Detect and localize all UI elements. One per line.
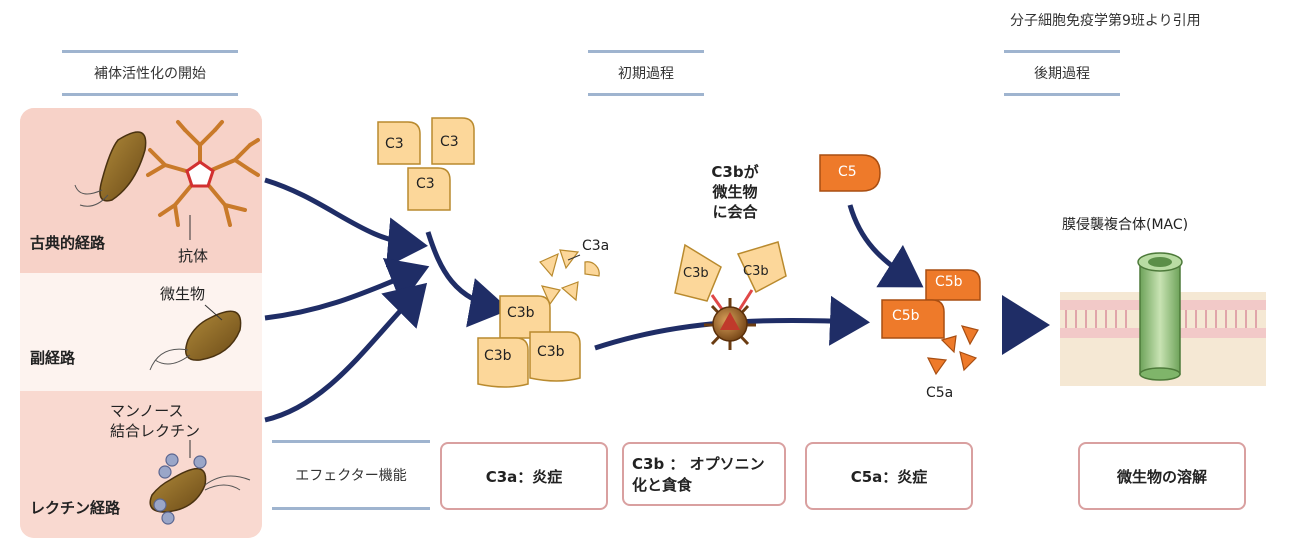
microbe-label: 微生物: [160, 285, 206, 303]
effector-c3b-box: C3b ： オプソニン 化と貪食: [622, 442, 786, 506]
bound-c3b-label-2: C3b: [743, 264, 769, 279]
c3b-binding-line3: に会合: [712, 203, 758, 221]
phase-early-header: 初期過程: [588, 50, 704, 96]
alternative-pathway-label: 副経路: [30, 349, 76, 367]
c3-label-3: C3: [416, 176, 435, 192]
c3-label-2: C3: [440, 134, 459, 150]
c3-label-1: C3: [385, 136, 404, 152]
c3b-molecule-icon: [477, 295, 581, 388]
citation: 分子細胞免疫学第9班より引用: [1010, 13, 1201, 29]
lectin-band: [20, 391, 262, 538]
effector-c3a-box: C3a：炎症: [440, 442, 608, 510]
bound-c3b-label-1: C3b: [683, 266, 709, 281]
alternative-arrow: [264, 257, 430, 321]
c3-molecule-icon: [377, 117, 475, 211]
c3a-fragment-icon: [539, 249, 600, 306]
c3b-label-1: C3b: [507, 305, 535, 321]
classical-bacterium-icon: [74, 131, 147, 207]
c5-label: C5: [838, 164, 857, 180]
effector-title: エフェクター機能: [272, 440, 430, 510]
c5b-label-1: C5b: [935, 274, 963, 290]
effector-lysis-box: 微生物の溶解: [1078, 442, 1246, 510]
effector-c3b-line1: C3b ： オプソニン: [632, 455, 765, 473]
c5b-label-2: C5b: [892, 308, 920, 324]
lectin-pathway-label: レクチン経路: [30, 499, 121, 517]
c3b-label-2: C3b: [484, 348, 512, 364]
c3b-label-3: C3b: [537, 344, 565, 360]
c3b-binding-label: C3bが 微生物 に会合: [700, 162, 770, 222]
c5b-molecule-icon: [881, 269, 981, 339]
c3b-bound-microbe-icon: [674, 241, 787, 350]
mannose-binding-lectin-icon: [153, 453, 207, 525]
effector-c3b-line2: 化と貪食: [632, 476, 693, 494]
lectin-arrow: [264, 282, 428, 423]
c5-cleavage-arrow: [847, 204, 924, 288]
c5-molecule-icon: [819, 154, 881, 192]
phase-late-header: 後期過程: [1004, 50, 1120, 96]
classical-pathway-label: 古典的経路: [30, 234, 106, 252]
c5a-label: C5a: [926, 385, 954, 401]
mac-pore-icon: [1137, 252, 1183, 381]
mac-label: 膜侵襲複合体(MAC): [1062, 217, 1189, 233]
antibody-label: 抗体: [178, 247, 209, 265]
c3b-binding-line2: 微生物: [712, 183, 758, 201]
classical-arrow: [264, 177, 428, 268]
c3-cleavage-arrow: [425, 231, 510, 328]
c3a-label: C3a: [582, 238, 610, 254]
alternative-microbe-icon: [149, 310, 242, 371]
antigen-icon: [185, 160, 215, 188]
c3b-binding-line1: C3bが: [711, 163, 759, 181]
c5a-fragment-icon: [926, 325, 979, 376]
phase-start-header: 補体活性化の開始: [62, 50, 238, 96]
mbl-label-line1: マンノース: [110, 402, 184, 420]
mbl-label-line2: 結合レクチン: [110, 422, 201, 440]
effector-c5a-box: C5a：炎症: [805, 442, 973, 510]
